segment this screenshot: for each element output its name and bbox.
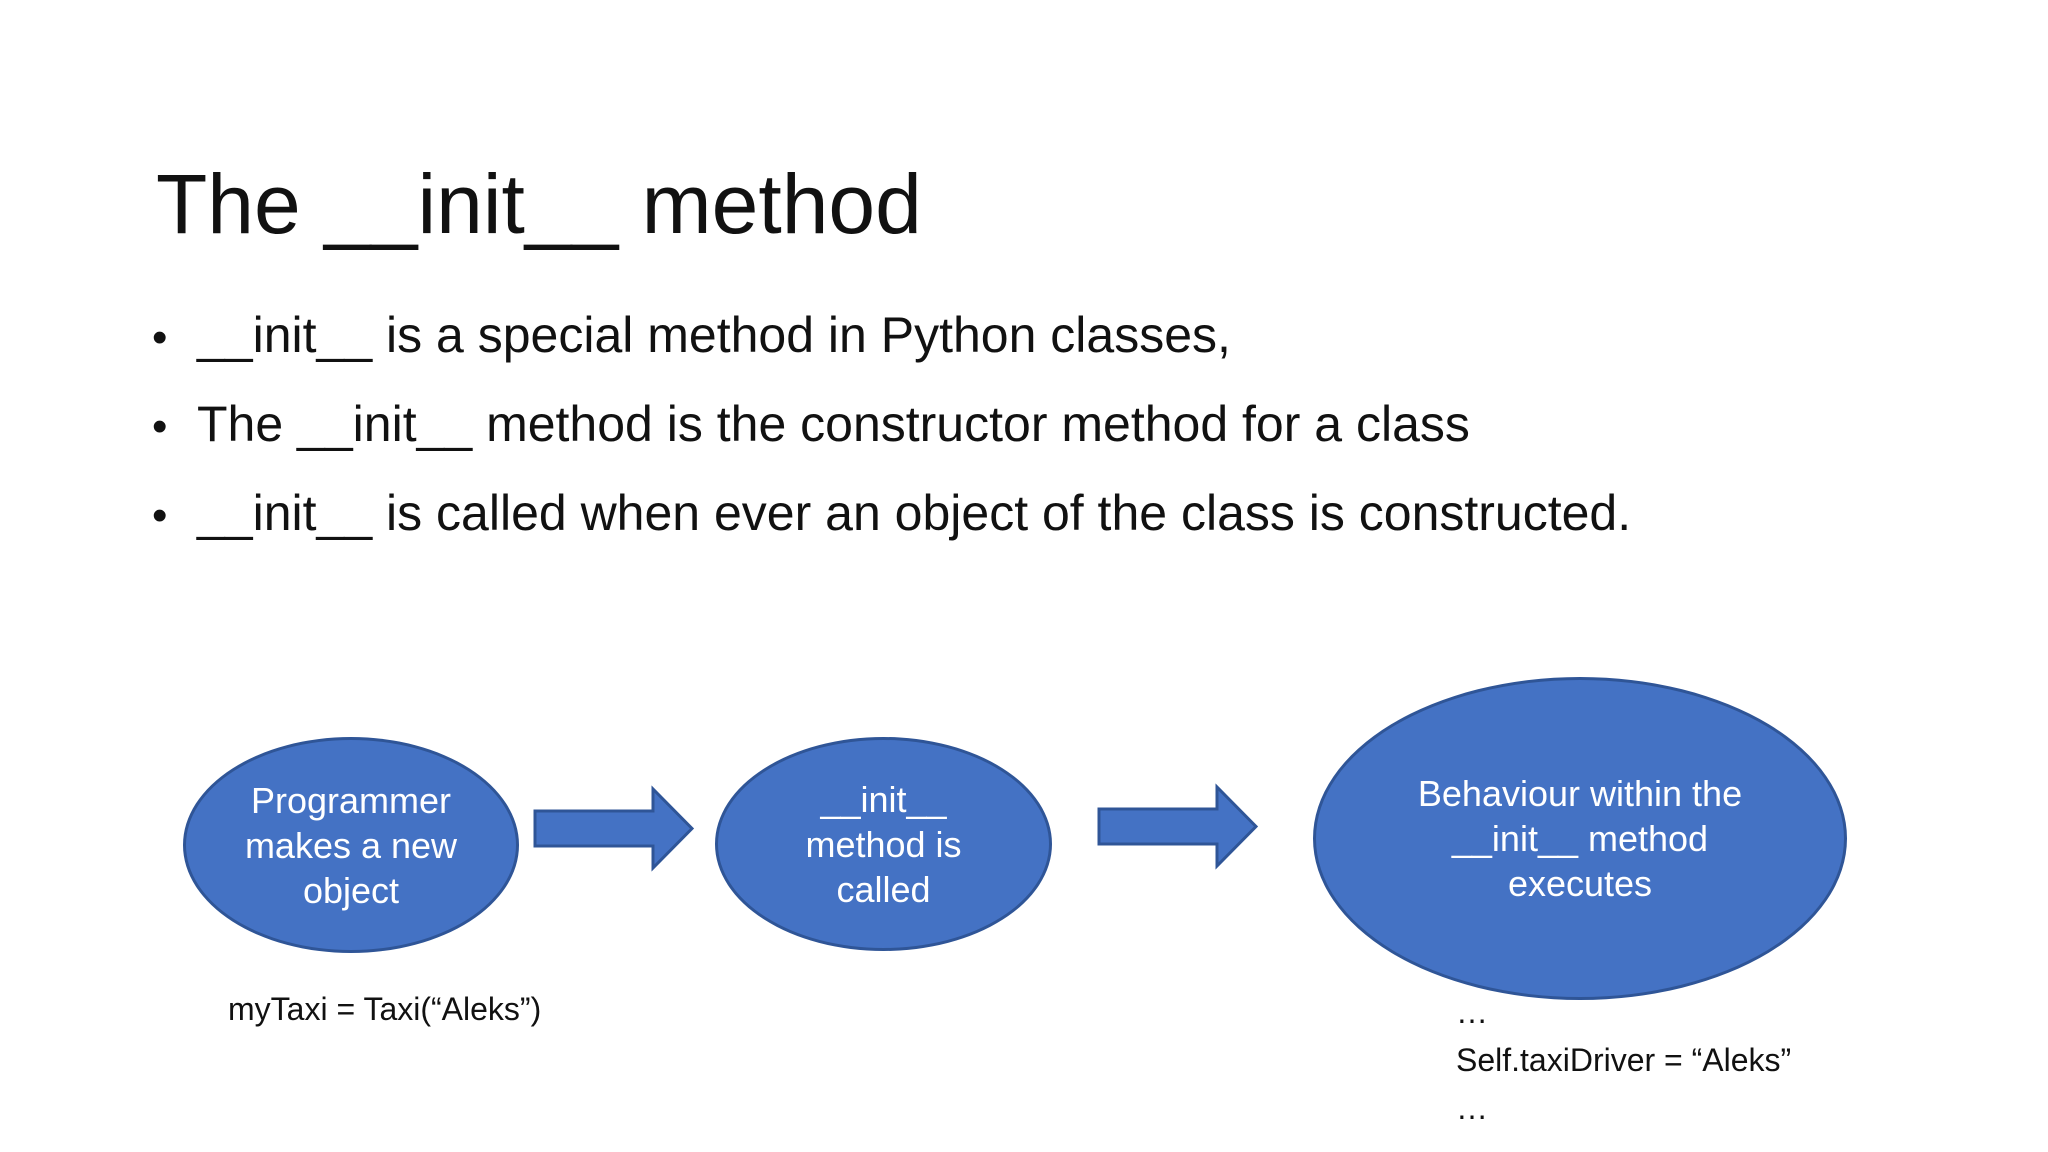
bullet-item: • __init__ is a special method in Python… — [152, 292, 1912, 381]
bullet-text: __init__ is a special method in Python c… — [197, 307, 1231, 363]
code-annotation-taxidriver: … Self.taxiDriver = “Aleks” … — [1456, 994, 1792, 1126]
bullet-item: • __init__ is called when ever an object… — [152, 470, 1912, 559]
bullet-text: __init__ is called when ever an object o… — [197, 485, 1632, 541]
bullet-marker: • — [152, 313, 168, 362]
diagram-node-init-method-called: __init__ method is called — [715, 737, 1052, 951]
bullet-marker: • — [152, 491, 168, 540]
right-arrow-icon — [533, 785, 695, 872]
diagram-node-programmer-makes-object: Programmer makes a new object — [183, 737, 519, 953]
right-arrow-shape — [1097, 783, 1259, 870]
bullet-list: • __init__ is a special method in Python… — [152, 292, 1912, 559]
bullet-marker: • — [152, 402, 168, 451]
right-arrow-shape — [533, 785, 695, 872]
code-annotation-mytaxi: myTaxi = Taxi(“Aleks”) — [228, 991, 542, 1027]
bullet-text: The __init__ method is the constructor m… — [197, 396, 1470, 452]
diagram-node-behaviour-executes: Behaviour within the __init__ method exe… — [1313, 677, 1847, 1000]
bullet-item: • The __init__ method is the constructor… — [152, 381, 1912, 470]
slide-title: The __init__ method — [156, 157, 922, 252]
right-arrow-icon — [1097, 783, 1259, 870]
